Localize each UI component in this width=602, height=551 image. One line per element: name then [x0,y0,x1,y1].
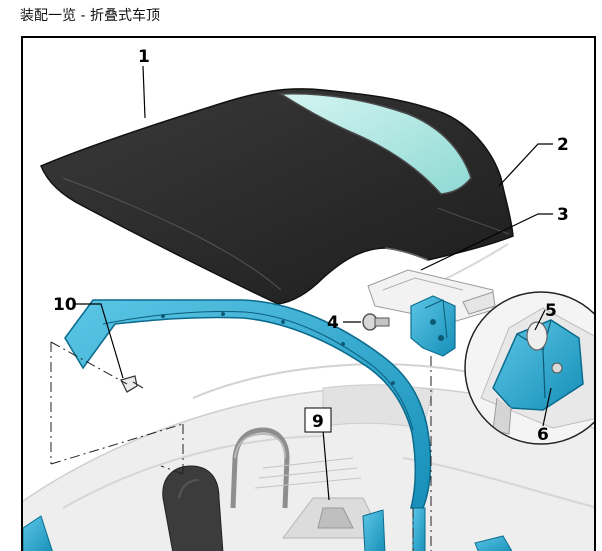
exploded-view-drawing: 1 2 3 4 5 6 9 10 [23,47,594,551]
callout-4: 4 [327,313,339,333]
callouts: 1 2 3 4 5 6 9 10 [53,47,569,445]
callout-10: 10 [53,295,77,315]
bolt [362,313,390,331]
page-title: 装配一览 - 折叠式车顶 [20,8,160,24]
alignment-lines [50,341,432,551]
callout-3: 3 [557,205,569,225]
callout-2: 2 [557,135,569,155]
callout-9-box [304,407,332,433]
fixing-screw [120,375,144,393]
callout-5: 5 [545,301,557,321]
detail-view [464,291,594,445]
leader-lines [75,65,553,501]
callout-9: 9 [312,412,324,432]
front-frame-member [64,299,432,551]
soft-top-roof [40,88,514,305]
exploded-view-figure: 1 2 3 4 5 6 9 10 [21,36,596,551]
car-body [23,363,594,551]
callout-6: 6 [537,425,549,445]
callout-1: 1 [138,47,150,67]
